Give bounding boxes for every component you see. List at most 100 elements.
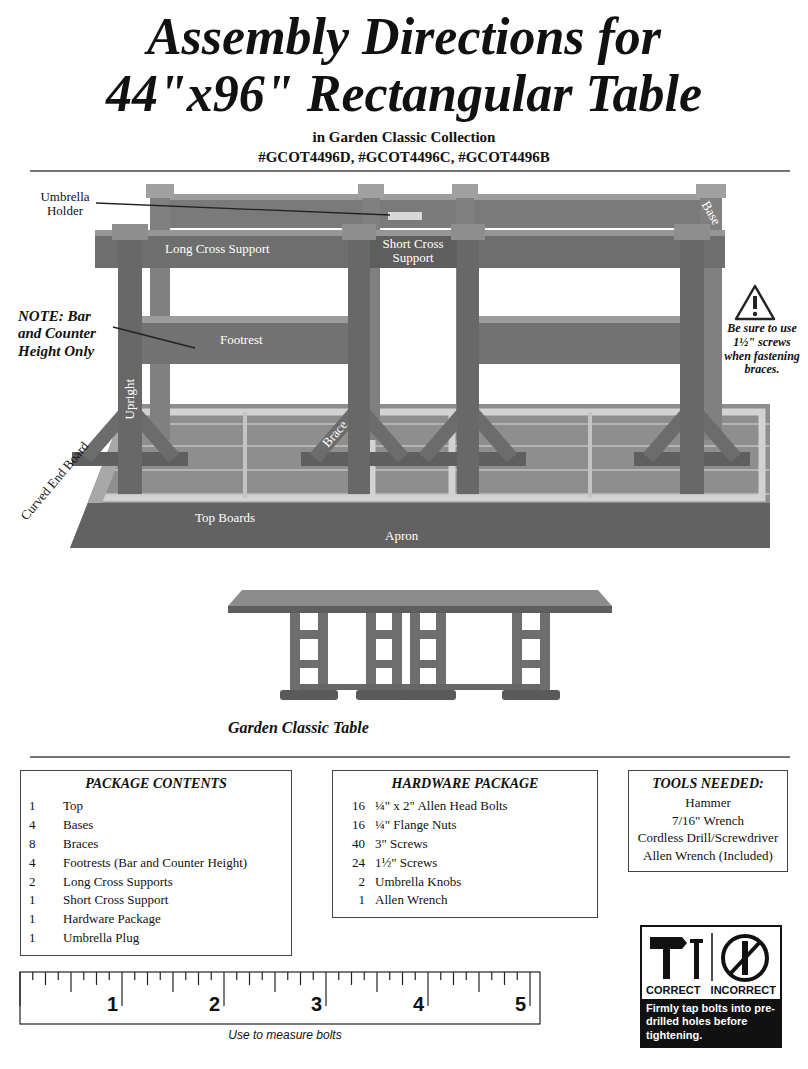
small-table-drawing — [512, 613, 522, 693]
table-base — [135, 316, 353, 323]
leader-line — [96, 203, 390, 215]
measuring-ruler — [466, 972, 467, 980]
measuring-ruler — [300, 972, 301, 985]
small-table-drawing — [400, 690, 456, 700]
ruler-number: 1 — [102, 994, 118, 1014]
table-base — [150, 188, 170, 440]
box-heading: TOOLS NEEDED: — [633, 776, 783, 792]
list-item: 7/16" Wrench — [633, 812, 783, 830]
subtitle: in Garden Classic Collection — [0, 128, 808, 146]
part-callout: Top Boards — [195, 511, 295, 525]
warning-symbol — [753, 312, 757, 316]
small-table-drawing — [228, 590, 612, 700]
measuring-ruler — [32, 972, 33, 980]
measuring-ruler — [376, 972, 377, 992]
list-item: Short Cross Support — [63, 892, 283, 909]
measuring-ruler — [313, 972, 314, 980]
small-table-drawing — [366, 613, 376, 693]
small-table-drawing — [392, 613, 402, 693]
measuring-ruler — [20, 972, 540, 1024]
small-table-drawing — [366, 630, 402, 639]
table-top — [70, 503, 770, 548]
small-table-drawing — [502, 690, 560, 700]
quantity: 4 — [29, 817, 53, 834]
measuring-ruler — [389, 972, 390, 980]
quantity: 40 — [341, 836, 365, 853]
measuring-ruler — [402, 972, 403, 985]
measuring-ruler — [83, 972, 84, 980]
measuring-ruler — [96, 972, 97, 985]
warning-note: Be sure to use 1½" screws when fastening… — [722, 322, 802, 377]
table-top — [94, 412, 762, 498]
divider-rule — [30, 756, 790, 758]
table-top — [588, 412, 592, 498]
quantity: 1 — [29, 892, 53, 909]
small-table-drawing — [436, 613, 446, 693]
table-base — [470, 316, 685, 364]
measuring-ruler — [172, 972, 173, 992]
small-table-drawing — [318, 613, 328, 693]
part-callout: Long Cross Support — [165, 242, 315, 256]
quantity: 4 — [29, 855, 53, 872]
small-table-drawing — [290, 613, 300, 693]
measuring-ruler — [147, 972, 148, 985]
box-heading: PACKAGE CONTENTS — [29, 776, 283, 792]
quantity: 2 — [341, 874, 365, 891]
small-table-drawing — [512, 660, 550, 668]
small-table-drawing — [410, 630, 446, 639]
table-top — [245, 412, 590, 498]
bolt-icon — [694, 943, 699, 979]
measuring-ruler — [364, 972, 365, 980]
correct-incorrect-badge: CORRECTINCORRECTFirmly tap bolts into pr… — [640, 925, 782, 1048]
table-base — [696, 184, 726, 198]
badge-label: INCORRECT — [711, 984, 776, 997]
quantity: 16 — [341, 817, 365, 834]
table-top — [70, 404, 770, 548]
model-numbers: #GCOT4496D, #GCOT4496C, #GCOT4496B — [0, 148, 808, 166]
list-item: Allen Wrench (Included) — [633, 847, 783, 865]
list-item: Umbrella Knobs — [375, 874, 589, 891]
measuring-ruler — [45, 972, 46, 985]
table-base — [470, 316, 685, 323]
list-item: 1½" Screws — [375, 855, 589, 872]
page-title: Assembly Directions for 44"x96" Rectangu… — [84, 8, 724, 122]
small-table-drawing — [410, 660, 446, 668]
ruler-number: 2 — [204, 994, 220, 1014]
part-callout: Footrest — [220, 333, 300, 347]
list-item: Hardware Package — [63, 911, 283, 928]
list-item: ¼" x 2" Allen Head Bolts — [375, 798, 589, 815]
ruler-number: 5 — [510, 994, 526, 1014]
leader-line — [96, 203, 390, 348]
small-table-drawing — [290, 660, 328, 668]
hammer-icon — [650, 937, 687, 949]
small-table-drawing — [228, 606, 612, 613]
table-base — [452, 184, 478, 198]
measuring-ruler — [70, 972, 71, 992]
list-item: Bases — [63, 817, 283, 834]
measuring-ruler — [109, 972, 110, 980]
part-callout: Umbrella Holder — [30, 190, 100, 219]
table-top — [100, 469, 770, 471]
measuring-ruler — [134, 972, 135, 980]
divider-rule — [30, 170, 790, 172]
table-base — [95, 230, 725, 236]
quantity: 1 — [29, 911, 53, 928]
measuring-ruler — [20, 972, 540, 1024]
small-table-drawing — [228, 590, 612, 606]
hardware-package-box: HARDWARE PACKAGE16¼" x 2" Allen Head Bol… — [332, 770, 598, 918]
measuring-ruler — [517, 972, 518, 980]
table-base — [680, 232, 704, 494]
table-base — [370, 236, 457, 268]
measuring-ruler — [160, 972, 161, 980]
table-base — [72, 184, 750, 494]
list-item: Top — [63, 798, 283, 815]
badge-instruction: Firmly tap bolts into pre-drilled holes … — [646, 1002, 776, 1042]
leader-line — [113, 327, 195, 348]
ruler-number: 4 — [408, 994, 424, 1014]
bolt-icon — [690, 939, 703, 943]
hammer-icon — [663, 949, 670, 979]
list-item: 3" Screws — [375, 836, 589, 853]
table-base — [112, 224, 148, 240]
